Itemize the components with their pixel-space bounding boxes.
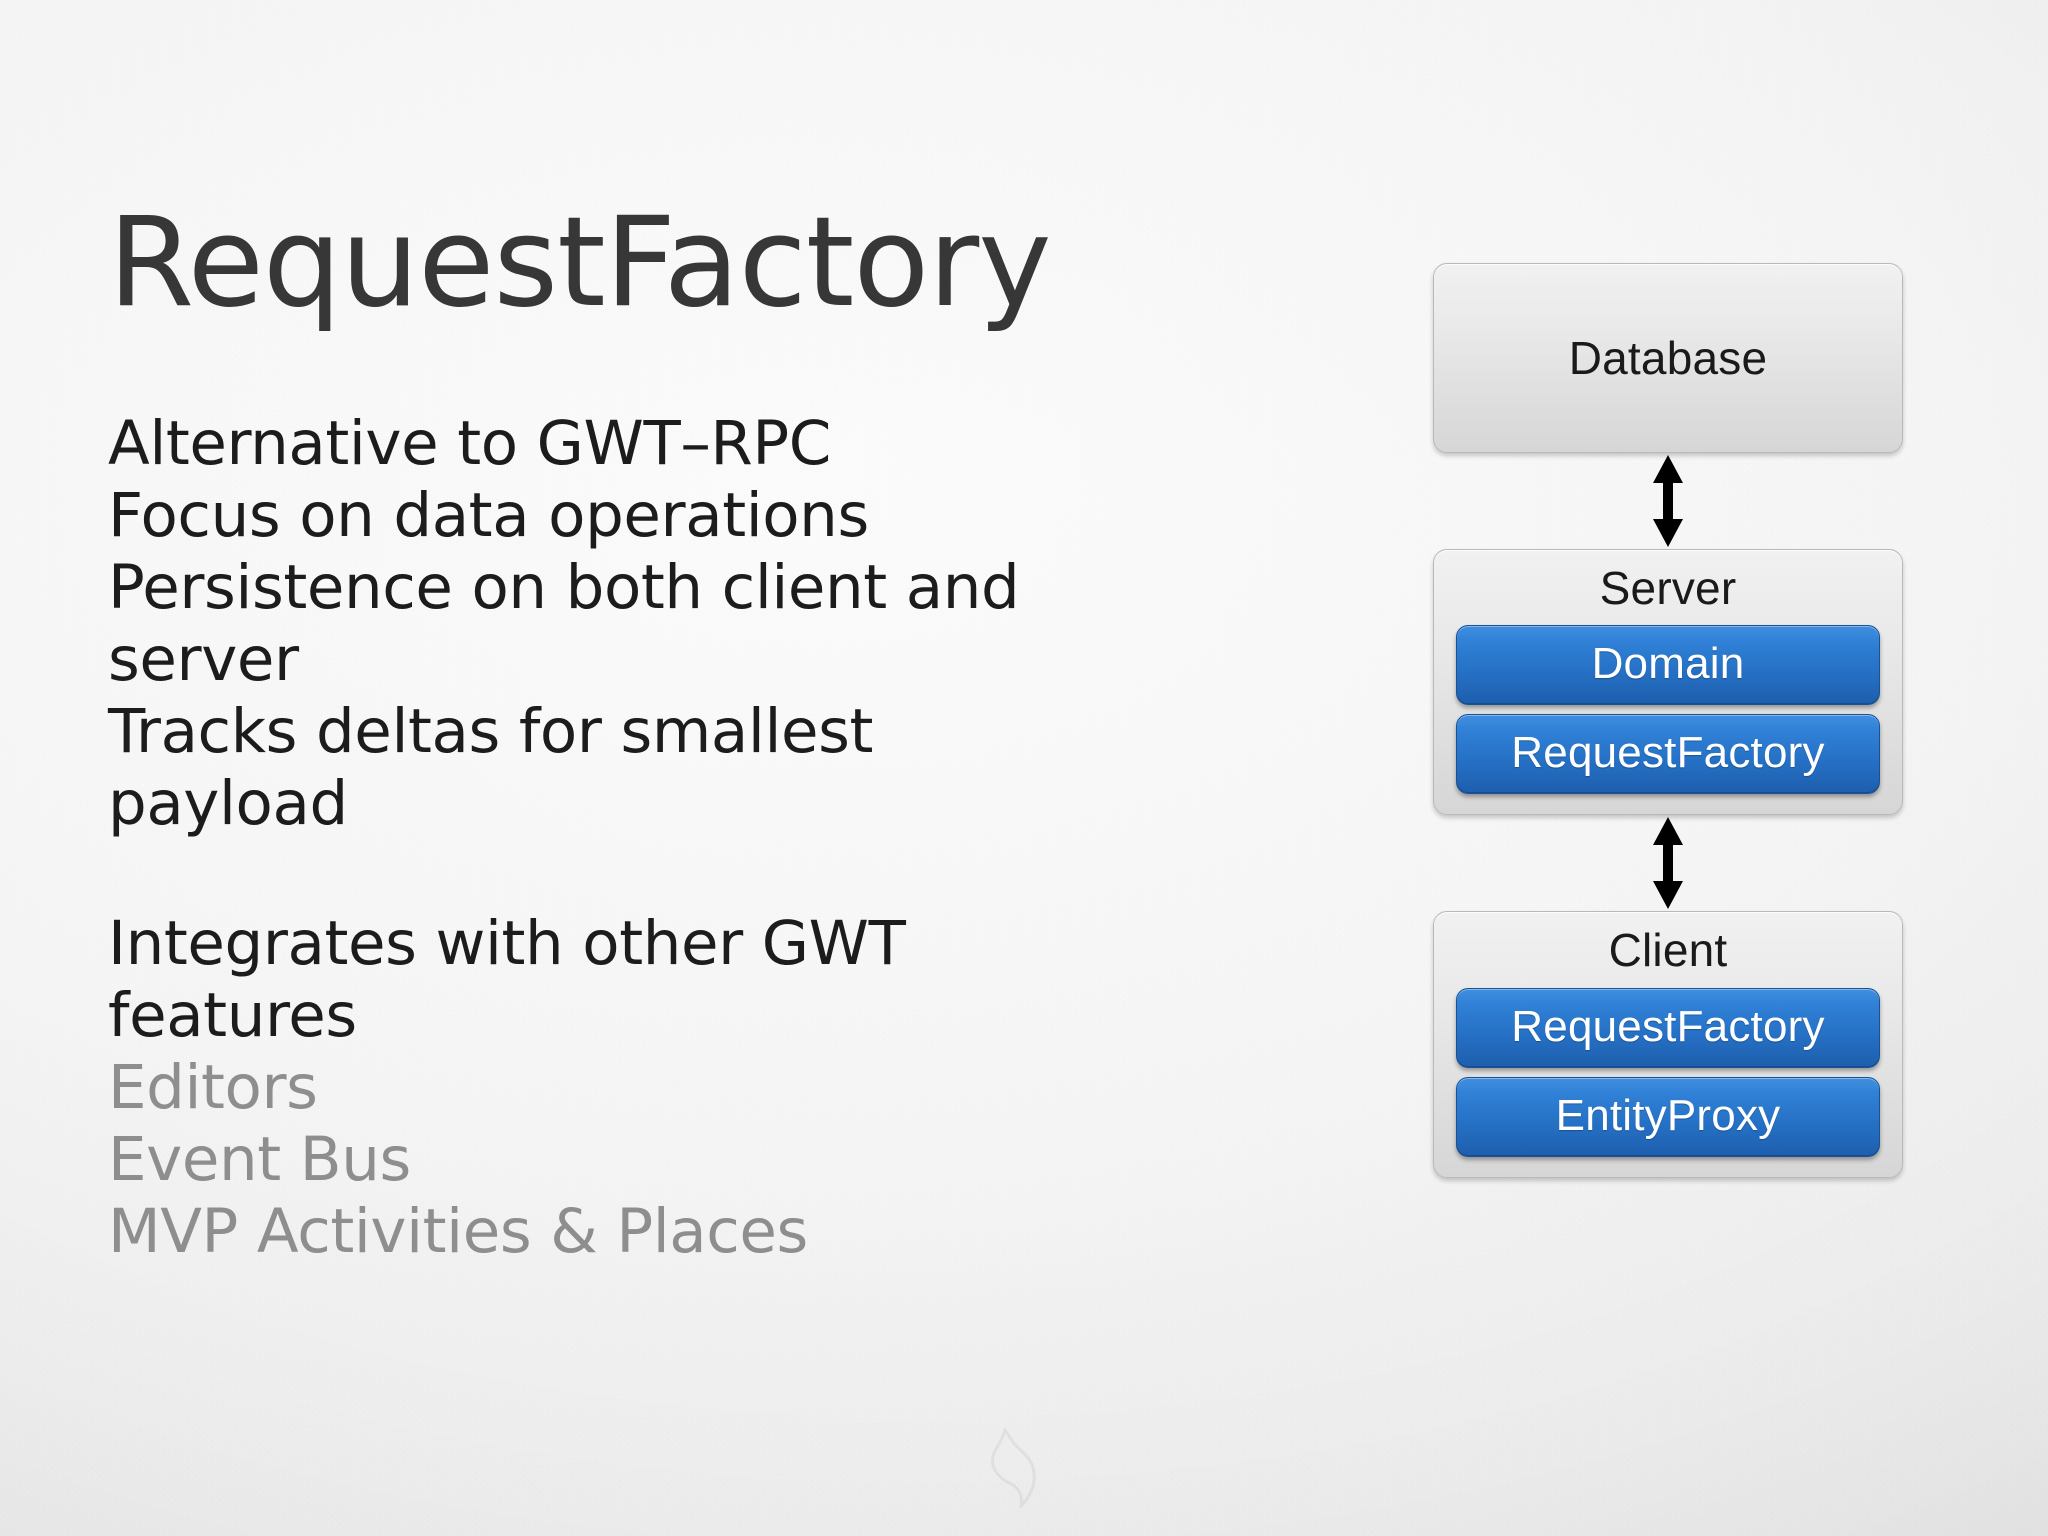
bullet-line: MVP Activities & Places <box>108 1196 808 1268</box>
bullet-line: Alternative to GWT–RPC <box>108 408 831 480</box>
diagram-chip-domain: Domain <box>1456 625 1880 706</box>
diagram-node-label: Database <box>1568 332 1768 385</box>
diagram-chip-requestfactory-client: RequestFactory <box>1456 987 1880 1068</box>
bullet-group-features: Alternative to GWT–RPC Focus on data ope… <box>108 408 1288 840</box>
diagram-connector-server-client <box>1433 815 1903 911</box>
bullet-group-integration: Integrates with other GWT features Edito… <box>108 908 1288 1268</box>
diagram-chip-entityproxy: EntityProxy <box>1456 1076 1880 1157</box>
bidirectional-arrow-icon <box>1653 455 1683 547</box>
bidirectional-arrow-icon <box>1653 817 1683 910</box>
diagram-connector-database-server <box>1433 453 1903 549</box>
bullet-line: Tracks deltas for smallest payload <box>108 696 874 840</box>
page-title: RequestFactory <box>108 191 1052 335</box>
architecture-diagram: Database Server Domain RequestFactory Cl… <box>1433 263 1903 1178</box>
diagram-node-database: Database <box>1433 263 1903 453</box>
diagram-chip-requestfactory-server: RequestFactory <box>1456 714 1880 795</box>
diagram-node-server: Server Domain RequestFactory <box>1433 549 1903 816</box>
bullet-line: Integrates with other GWT features <box>108 908 906 1052</box>
bullet-line: Persistence on both client and server <box>108 552 1020 696</box>
bullet-line: Event Bus <box>108 1124 411 1196</box>
bullet-line: Focus on data operations <box>108 480 869 552</box>
slide-text-column: RequestFactory Alternative to GWT–RPC Fo… <box>108 200 1288 1268</box>
diagram-node-client: Client RequestFactory EntityProxy <box>1433 911 1903 1178</box>
bullet-line: Editors <box>108 1052 318 1124</box>
brand-watermark-icon <box>990 1426 1036 1508</box>
diagram-node-label: Client <box>1608 924 1728 977</box>
diagram-node-label: Server <box>1599 562 1737 614</box>
